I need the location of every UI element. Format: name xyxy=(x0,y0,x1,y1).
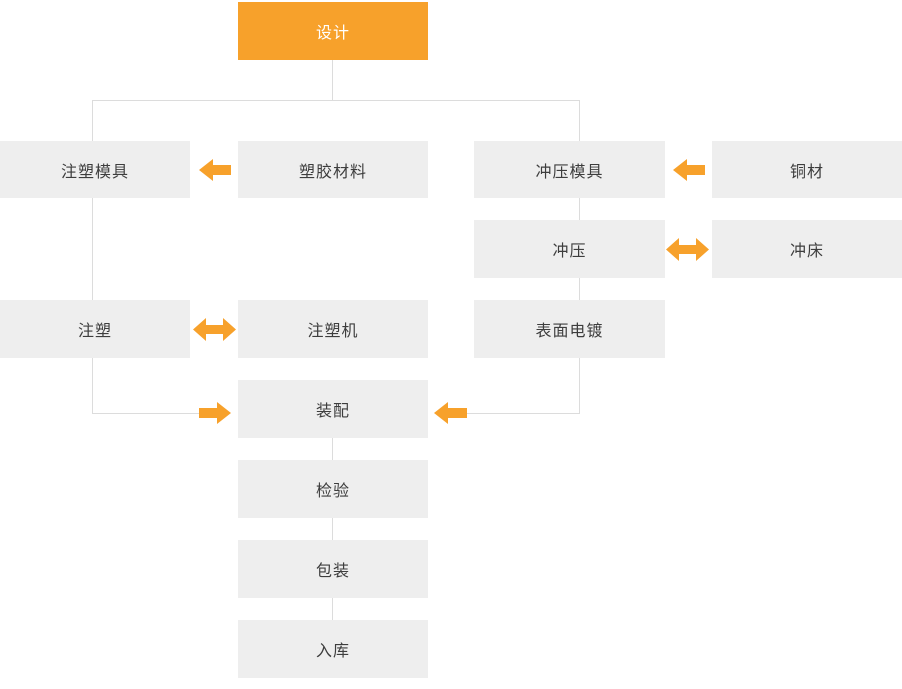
connector-line xyxy=(332,598,333,620)
node-punch-press: 冲床 xyxy=(712,220,902,278)
node-stamping: 冲压 xyxy=(474,220,665,278)
node-warehousing: 入库 xyxy=(238,620,428,678)
node-design: 设计 xyxy=(238,2,428,60)
node-injection-machine: 注塑机 xyxy=(238,300,428,358)
node-stamping-die: 冲压模具 xyxy=(474,141,665,198)
node-plastic-material: 塑胶材料 xyxy=(238,141,428,198)
connector-line xyxy=(92,100,580,101)
connector-line xyxy=(579,278,580,300)
connector-line xyxy=(332,438,333,460)
node-injection-mold: 注塑模具 xyxy=(0,141,190,198)
connector-line xyxy=(579,100,580,141)
connector-line xyxy=(467,413,579,414)
connector-line xyxy=(92,100,93,141)
connector-line xyxy=(92,198,93,300)
connector-line xyxy=(332,518,333,540)
node-copper-material: 铜材 xyxy=(712,141,902,198)
arrow-plastic-to-mold-icon xyxy=(199,159,231,181)
arrow-injection-to-assembly-icon xyxy=(199,402,231,424)
connector-line xyxy=(579,358,580,414)
node-inspection: 检验 xyxy=(238,460,428,518)
node-surface-plating: 表面电镀 xyxy=(474,300,665,358)
connector-line xyxy=(92,358,93,414)
connector-line xyxy=(332,60,333,100)
arrow-copper-to-die-icon xyxy=(673,159,705,181)
arrow-plating-to-assembly-icon xyxy=(434,402,467,424)
connector-line xyxy=(579,198,580,220)
arrow-stamping-punch-double-icon xyxy=(666,238,709,261)
node-assembly: 装配 xyxy=(238,380,428,438)
connector-line xyxy=(92,413,200,414)
arrow-injection-machine-double-icon xyxy=(193,318,236,341)
node-packaging: 包装 xyxy=(238,540,428,598)
node-injection-molding: 注塑 xyxy=(0,300,190,358)
